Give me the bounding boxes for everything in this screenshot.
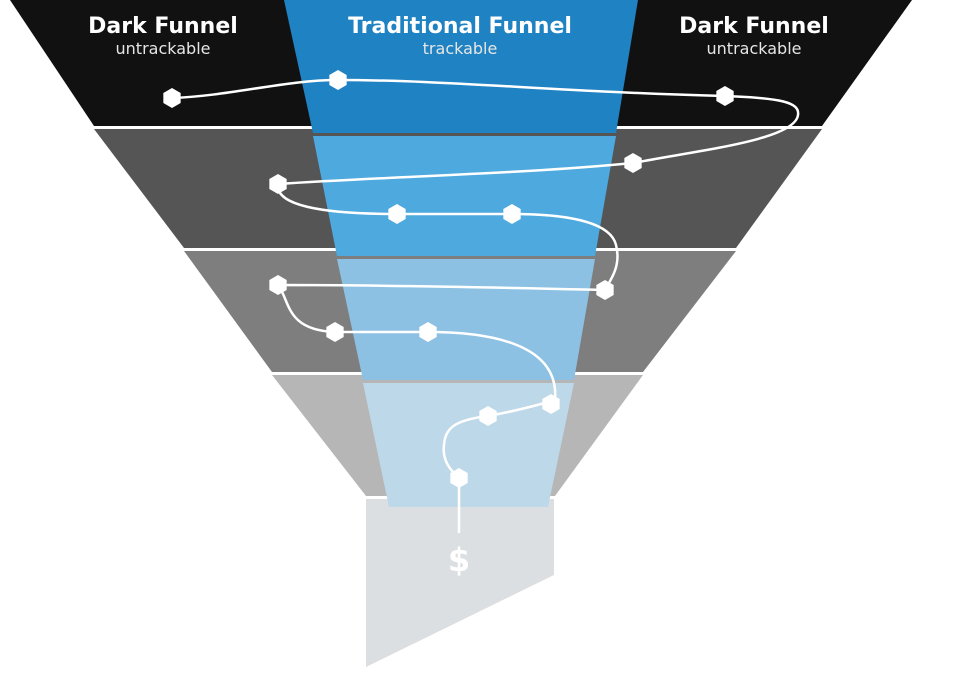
journey-node (450, 468, 468, 488)
journey-node (419, 322, 437, 342)
journey-node (479, 406, 497, 426)
journey-node (269, 275, 287, 295)
journey-node (163, 88, 181, 108)
right-funnel-title: Dark Funnel (679, 14, 829, 39)
trad-band-1 (284, 0, 638, 133)
left-funnel-subtitle: untrackable (116, 39, 211, 58)
trad-band-2 (313, 136, 616, 256)
journey-node (326, 322, 344, 342)
journey-node (596, 280, 614, 300)
left-funnel-title: Dark Funnel (88, 14, 238, 39)
journey-path (170, 78, 800, 534)
journey-node (503, 204, 521, 224)
journey-node (716, 86, 734, 106)
trad-band-4 (363, 383, 574, 507)
center-funnel-title: Traditional Funnel (348, 14, 572, 39)
journey-node (542, 394, 560, 414)
trad-band-3 (337, 259, 595, 380)
journey-node (624, 153, 642, 173)
outcome-spout (366, 499, 554, 667)
dollar-outcome: $ (448, 541, 470, 579)
journey-node (388, 204, 406, 224)
right-funnel-subtitle: untrackable (707, 39, 802, 58)
center-funnel-subtitle: trackable (423, 39, 498, 58)
journey-node (329, 70, 347, 90)
journey-node (269, 174, 287, 194)
